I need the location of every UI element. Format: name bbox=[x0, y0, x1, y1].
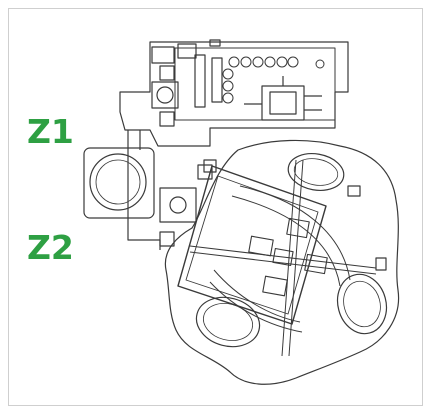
terminal-circles bbox=[222, 56, 325, 104]
left-round-knob bbox=[89, 153, 147, 211]
curved-trace-3 bbox=[213, 269, 301, 323]
top-connector-mid bbox=[177, 43, 197, 59]
top-connector-left bbox=[151, 46, 175, 64]
small-knob bbox=[169, 196, 187, 214]
left-round-knob-inner bbox=[95, 159, 141, 205]
curved-trace-4 bbox=[209, 281, 303, 333]
bottom-left-pad bbox=[195, 296, 261, 348]
trace-horizontal-2 bbox=[189, 251, 377, 275]
top-connector-small bbox=[209, 39, 221, 47]
rotated-board bbox=[177, 165, 327, 325]
board-terminal-left bbox=[203, 159, 217, 173]
trace-vertical bbox=[281, 159, 297, 357]
upper-plate-outline bbox=[119, 41, 349, 147]
plate-knob-housing bbox=[151, 81, 179, 109]
relay-block-core bbox=[269, 91, 297, 115]
vertical-component-a bbox=[194, 54, 206, 108]
zone-label-z2: Z2 bbox=[27, 228, 74, 267]
left-square-mount bbox=[83, 147, 155, 219]
plate-terminal-bottom bbox=[159, 111, 175, 127]
curved-trace-2 bbox=[231, 195, 341, 287]
vertical-component-b bbox=[211, 57, 223, 103]
lower-rocky-outline bbox=[164, 139, 400, 385]
plate-terminal-top bbox=[159, 65, 175, 81]
board-terminal-top bbox=[347, 185, 361, 197]
small-terminal-lower bbox=[159, 231, 175, 247]
bottom-right-pad bbox=[336, 273, 388, 335]
center-connectors bbox=[248, 217, 328, 297]
plate-knob bbox=[156, 86, 174, 104]
rotated-board-inner bbox=[185, 175, 319, 315]
figure-frame bbox=[8, 8, 423, 406]
trace-horizontal bbox=[189, 245, 377, 269]
top-right-pad bbox=[287, 153, 345, 191]
relay-block bbox=[261, 85, 305, 121]
small-knob-mount bbox=[159, 187, 197, 223]
zone-label-z1: Z1 bbox=[27, 112, 74, 151]
board-terminal-right bbox=[375, 257, 387, 271]
trace-vertical-2 bbox=[288, 159, 304, 357]
upper-plate-inner-frame bbox=[174, 47, 336, 121]
